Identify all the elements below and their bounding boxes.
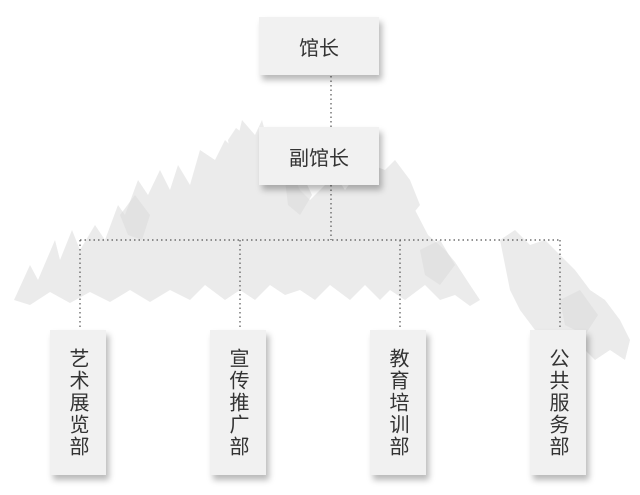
department-node-publicity: 宣传推广部	[210, 330, 266, 475]
director-label: 馆长	[299, 35, 339, 60]
department-node-art-exhibition: 艺术展览部	[50, 330, 106, 475]
deputy-director-node: 副馆长	[259, 127, 379, 185]
department-label: 宣传推广部	[226, 347, 250, 458]
director-node: 馆长	[259, 17, 379, 75]
department-label: 教育培训部	[386, 347, 410, 458]
department-label: 艺术展览部	[66, 347, 90, 458]
department-node-public-service: 公共服务部	[530, 330, 586, 475]
department-node-education: 教育培训部	[370, 330, 426, 475]
deputy-director-label: 副馆长	[289, 145, 349, 170]
department-label: 公共服务部	[546, 347, 570, 458]
